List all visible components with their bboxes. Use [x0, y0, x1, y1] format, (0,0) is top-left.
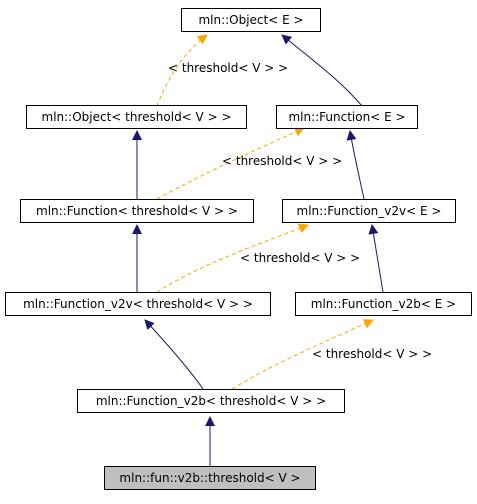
class-node-function-threshold[interactable]: mln::Function< threshold< V > >	[20, 199, 254, 223]
template-edge-label: < threshold< V > >	[168, 61, 288, 75]
class-node-object-threshold[interactable]: mln::Object< threshold< V > >	[26, 105, 247, 129]
class-node-threshold-current: mln::fun::v2b::threshold< V >	[104, 466, 316, 490]
inherit-edge	[281, 34, 363, 107]
template-edge-label: < threshold< V > >	[312, 347, 432, 361]
inherit-edge	[368, 224, 384, 293]
class-node-v2b-e[interactable]: mln::Function_v2b< E >	[295, 292, 472, 316]
inherit-edge	[144, 319, 204, 390]
class-node-v2v-threshold[interactable]: mln::Function_v2v< threshold< V > >	[5, 292, 271, 316]
class-node-v2v-e[interactable]: mln::Function_v2v< E >	[282, 199, 456, 223]
class-node-object-e[interactable]: mln::Object< E >	[181, 8, 321, 32]
template-edge-object	[156, 34, 208, 107]
template-edge-v2v	[156, 223, 309, 293]
template-edge-label: < threshold< V > >	[240, 251, 360, 265]
class-node-function-e[interactable]: mln::Function< E >	[276, 105, 418, 129]
class-node-v2b-threshold[interactable]: mln::Function_v2b< threshold< V > >	[77, 389, 345, 413]
inherit-edge	[346, 130, 365, 200]
template-edge-label: < threshold< V > >	[222, 154, 342, 168]
template-edge-function	[156, 127, 305, 200]
template-edge-v2b	[231, 319, 374, 390]
